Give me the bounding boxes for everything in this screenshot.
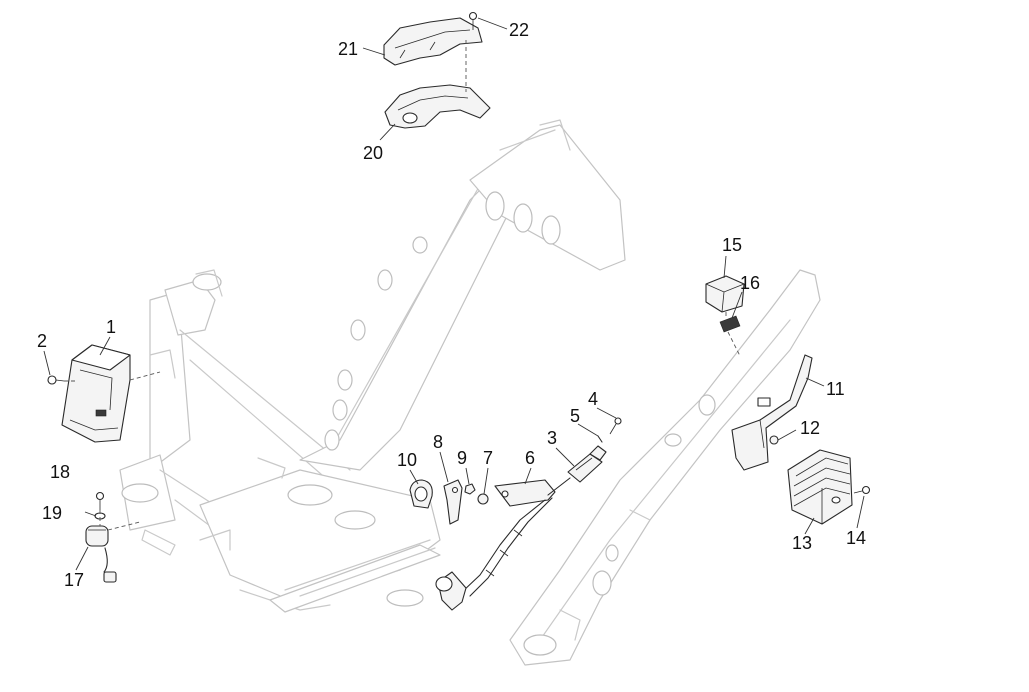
callout-13: 13	[792, 533, 812, 553]
assembly-line-17b	[107, 521, 141, 531]
callout-9: 9	[457, 448, 467, 468]
part-7-nut	[477, 493, 489, 505]
callout-7: 7	[483, 448, 493, 468]
assembly-line-16	[727, 331, 741, 357]
callout-22: 22	[509, 20, 529, 40]
part-9-nut	[464, 483, 476, 495]
part-2-screw	[47, 375, 65, 385]
callout-8: 8	[433, 432, 443, 452]
callout-16: 16	[740, 273, 760, 293]
part-12-nut	[769, 435, 779, 445]
part-6-sensor-cable	[435, 477, 571, 611]
callout-1: 1	[106, 317, 116, 337]
part-1-control-unit	[61, 344, 131, 443]
part-20-lower-bracket	[384, 84, 491, 129]
part-3-connector	[567, 445, 607, 483]
callout-6: 6	[525, 448, 535, 468]
callout-10: 10	[397, 450, 417, 470]
callout-11: 11	[826, 379, 845, 399]
leader-lines	[43, 17, 865, 571]
part-17-relay	[85, 525, 117, 583]
part-18-screw	[95, 491, 105, 510]
callout-14: 14	[846, 528, 866, 548]
part-10-clamp	[409, 479, 433, 509]
callout-labels: 1 2 3 4 5 6 7 8 9 10 11 12 13 14 15 16 1…	[37, 20, 866, 590]
part-22-screw	[468, 11, 478, 30]
part-5-pin	[597, 435, 603, 443]
part-14-screw	[853, 485, 871, 495]
callout-19: 19	[42, 503, 62, 523]
callout-5: 5	[570, 406, 580, 426]
part-8-bracket	[443, 479, 463, 525]
callout-17: 17	[64, 570, 84, 590]
part-15-relay	[705, 275, 745, 313]
assembly-line-1	[129, 371, 161, 381]
callout-12: 12	[800, 418, 820, 438]
callout-15: 15	[722, 235, 742, 255]
callout-20: 20	[363, 143, 383, 163]
part-13-regulator	[787, 449, 853, 525]
part-16-holder	[719, 315, 741, 333]
callout-18: 18	[50, 462, 70, 482]
scooter-frame	[119, 119, 821, 666]
callout-3: 3	[547, 428, 557, 448]
callout-2: 2	[37, 331, 47, 351]
callout-4: 4	[588, 389, 598, 409]
part-4-screw	[609, 417, 622, 435]
part-21-upper-cover	[383, 17, 483, 66]
part-11-bracket	[731, 354, 813, 471]
callout-21: 21	[338, 39, 358, 59]
